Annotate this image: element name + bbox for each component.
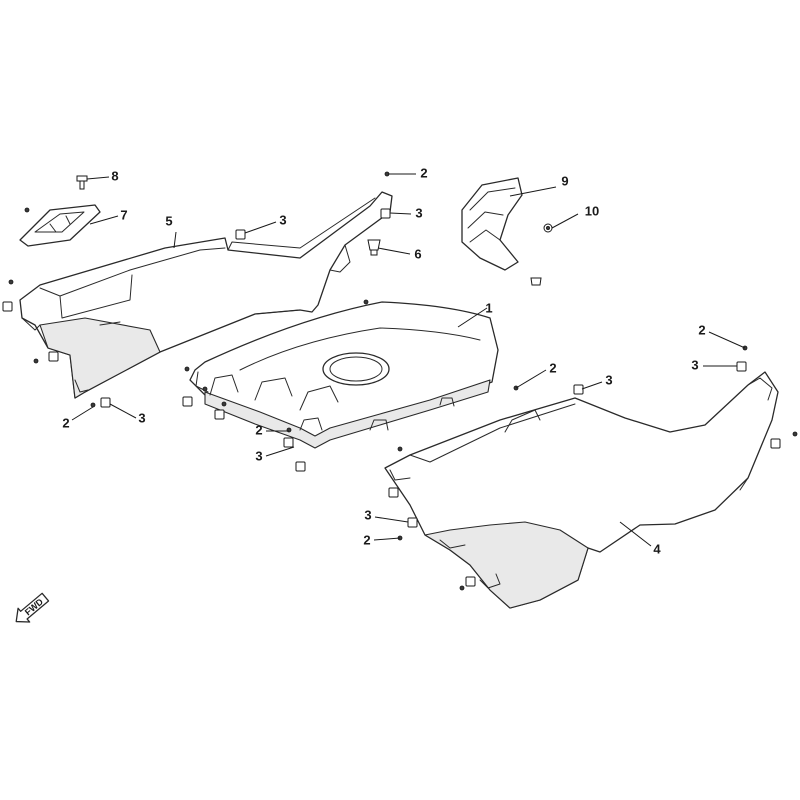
- fasteners: [2, 171, 798, 591]
- callout-2: 2: [549, 360, 556, 375]
- callout-3: 3: [691, 357, 698, 372]
- callout-1: 1: [485, 300, 492, 315]
- callout-2: 2: [363, 532, 370, 547]
- callout-3: 3: [138, 410, 145, 425]
- callout-3: 3: [415, 205, 422, 220]
- callout-labels: 1 2 2 2 2 2 2 3 3 3 3 3 3 3 4 5 6 7 8 9 …: [62, 165, 705, 556]
- part-7-foot-bracket: [19, 204, 101, 247]
- callout-2: 2: [62, 415, 69, 430]
- callout-3: 3: [605, 372, 612, 387]
- part-10-fastener: [530, 223, 553, 286]
- leader-lines: [71, 173, 746, 547]
- part-5-left-frame-rail: [19, 191, 393, 399]
- callout-2: 2: [698, 322, 705, 337]
- callout-3: 3: [364, 507, 371, 522]
- callout-2: 2: [420, 165, 427, 180]
- callout-6: 6: [414, 246, 421, 261]
- fwd-direction-badge: FWD: [15, 592, 50, 623]
- callout-5: 5: [165, 213, 172, 228]
- callout-9: 9: [561, 173, 568, 188]
- callout-4: 4: [653, 541, 661, 556]
- callout-8: 8: [111, 168, 118, 183]
- callout-7: 7: [120, 207, 127, 222]
- part-6-clip: [367, 239, 381, 256]
- part-8-screw: [76, 175, 88, 190]
- callout-3: 3: [279, 212, 286, 227]
- callout-3: 3: [255, 448, 262, 463]
- part-1-center-cover: [189, 301, 499, 449]
- part-9-heat-shield: [461, 177, 523, 271]
- part-4-right-side-panel: [384, 371, 779, 609]
- callout-10: 10: [585, 203, 599, 218]
- callout-2: 2: [255, 422, 262, 437]
